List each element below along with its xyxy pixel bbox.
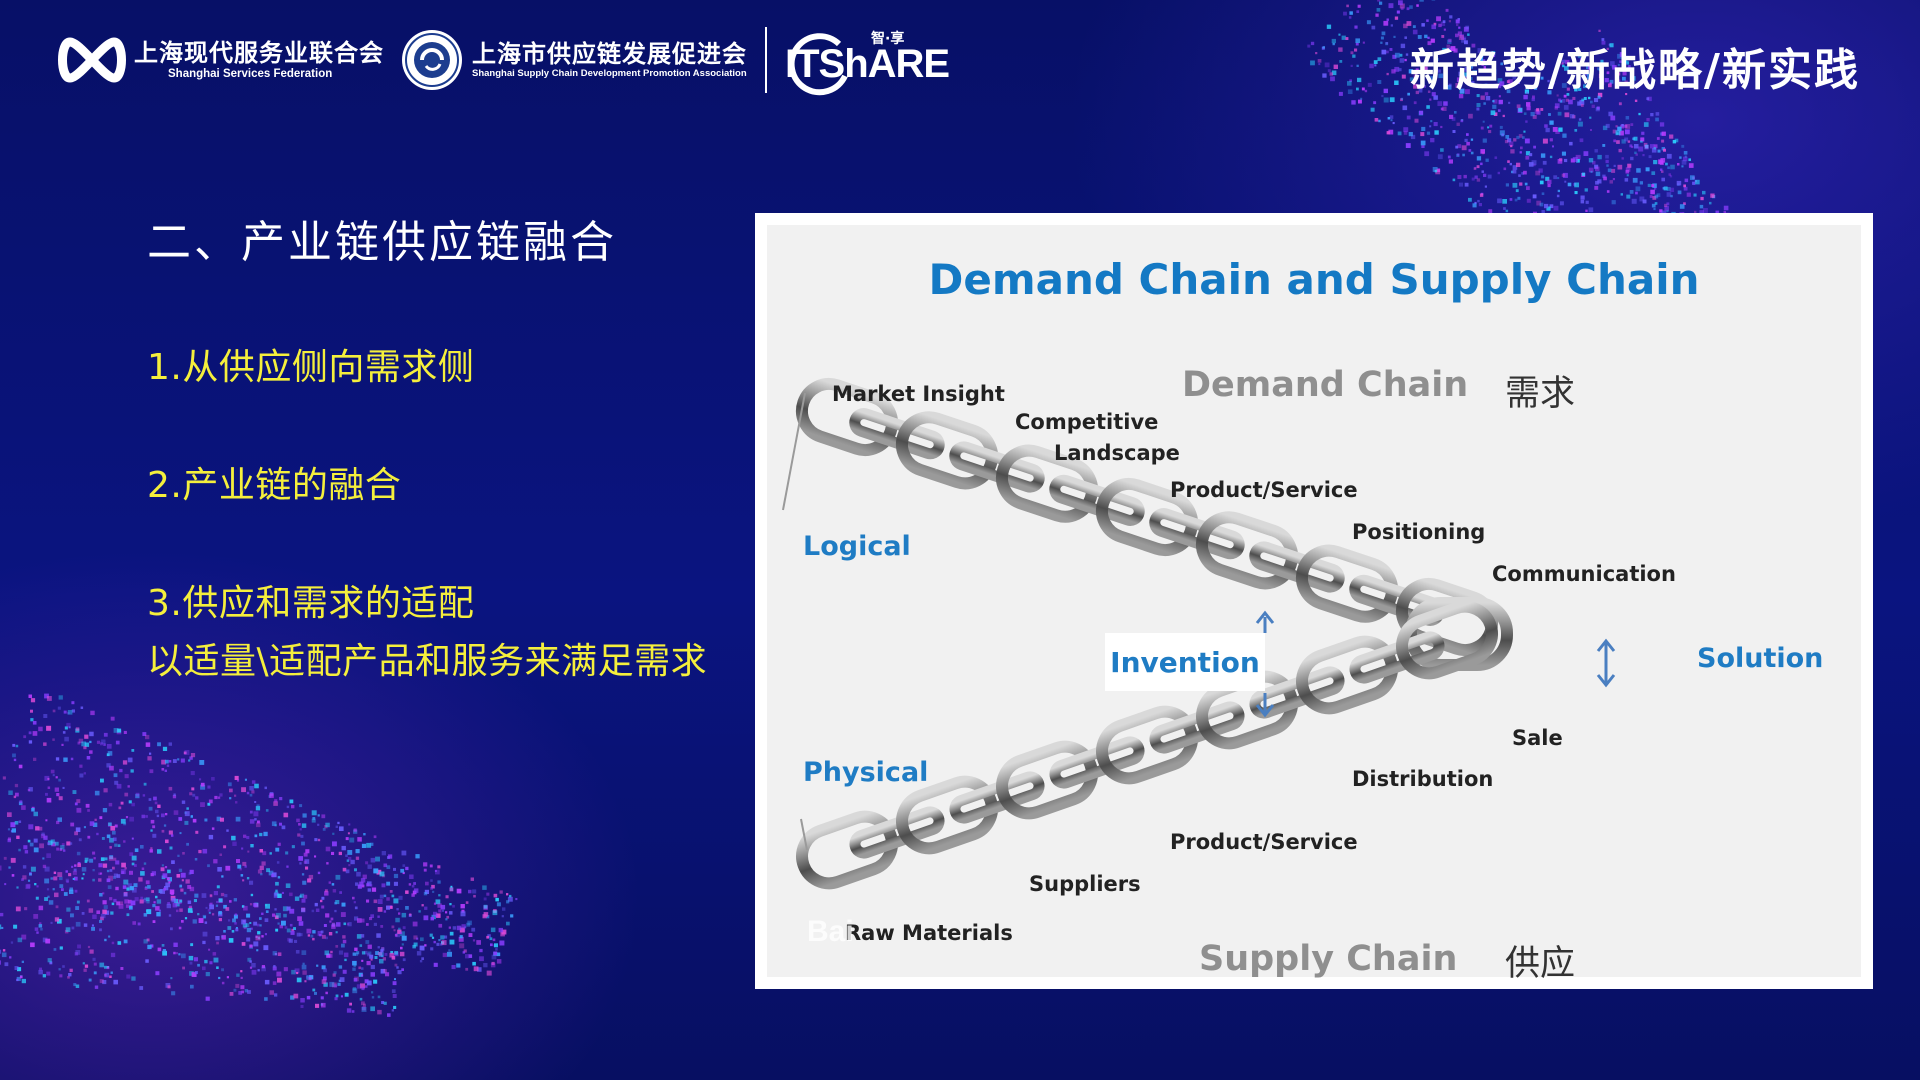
chain-link — [996, 740, 1098, 820]
solution-arrow — [1596, 638, 1616, 688]
label-communication: Communication — [1492, 562, 1676, 586]
label-distribution: Distribution — [1352, 767, 1494, 791]
chain-link — [1396, 600, 1498, 680]
supply-chain-label: Supply Chain — [1199, 939, 1458, 979]
chain-link — [1249, 666, 1345, 719]
ssf-logo-icon — [58, 37, 126, 83]
ssf-name-cn: 上海现代服务业联合会 — [134, 39, 384, 67]
label-product-service-upper: Product/Service — [1170, 478, 1358, 502]
scm-name-en: Shanghai Supply Chain Development Promot… — [472, 68, 747, 79]
label-landscape: Landscape — [1054, 441, 1180, 465]
chain-link — [995, 444, 1099, 523]
label-suppliers: Suppliers — [1029, 872, 1141, 896]
chain-link — [895, 411, 999, 490]
itshare-brand: ITShARE — [785, 42, 950, 86]
invention-box: Invention — [1105, 633, 1265, 691]
header-logos: 上海现代服务业联合会 Shanghai Services Federation … — [58, 27, 950, 96]
label-sale: Sale — [1512, 726, 1563, 750]
logo-divider — [765, 27, 767, 93]
chain-link — [1049, 736, 1145, 789]
chain-link — [949, 441, 1045, 493]
label-raw-materials: Raw Materials — [845, 921, 1013, 945]
baidu-watermark: Bai — [807, 915, 854, 948]
chain-link — [1096, 705, 1198, 785]
chain-link — [849, 408, 945, 460]
chain-link — [949, 771, 1045, 824]
scm-name-cn: 上海市供应链发展促进会 — [472, 40, 747, 68]
supply-cn-label: 供应 — [1505, 944, 1576, 984]
slogan: 新趋势/新战略/新实践 — [1409, 45, 1860, 96]
label-product-service-lower: Product/Service — [1170, 830, 1358, 854]
chain-link — [1349, 631, 1445, 684]
solution-label: Solution — [1697, 643, 1824, 674]
point-3-detail: 以适量\适配产品和服务来满足需求 — [147, 641, 708, 682]
physical-label: Physical — [803, 757, 929, 788]
chain-link — [1296, 635, 1398, 715]
itshare-logo: 智·享 ITShARE — [785, 28, 950, 96]
demand-chain-label: Demand Chain — [1182, 365, 1469, 405]
lower-chain-shadow-line — [800, 818, 808, 851]
logical-label: Logical — [803, 531, 911, 562]
point-1: 1.从供应侧向需求侧 — [147, 347, 475, 388]
chain-link — [896, 775, 998, 855]
ssf-name-en: Shanghai Services Federation — [168, 68, 333, 80]
chain-link — [849, 806, 945, 859]
chain-link — [1249, 541, 1345, 593]
itshare-swoosh-icon — [788, 33, 848, 96]
supply-chain-links — [796, 600, 1498, 890]
chain-link — [1149, 701, 1245, 754]
invention-arrows — [1255, 610, 1275, 718]
label-competitive: Competitive — [1015, 410, 1159, 434]
chain-link — [796, 810, 898, 890]
upper-chain-shadow-line — [782, 392, 806, 511]
itshare-sub: 智·享 — [871, 31, 905, 47]
label-positioning: Positioning — [1352, 520, 1486, 544]
chain-link — [1195, 511, 1299, 590]
scm-seal-icon — [402, 30, 462, 90]
chain-graphic — [782, 377, 1616, 890]
scm-logo-text: 上海市供应链发展促进会 Shanghai Supply Chain Develo… — [472, 40, 747, 80]
chain-link — [1095, 477, 1199, 557]
label-market-insight: Market Insight — [832, 382, 1005, 406]
diagram-panel: Demand Chain and Supply Chain Demand Cha… — [755, 213, 1873, 989]
section-title: 二、产业链供应链融合 — [147, 217, 617, 268]
chain-link — [1295, 544, 1399, 623]
chain-link — [1049, 474, 1145, 526]
demand-cn-label: 需求 — [1505, 374, 1576, 414]
point-3: 3.供应和需求的适配 — [147, 583, 475, 624]
ssf-logo-text: 上海现代服务业联合会 Shanghai Services Federation — [134, 39, 384, 81]
diagram-title: Demand Chain and Supply Chain — [928, 255, 1700, 304]
diagram-canvas: Demand Chain and Supply Chain Demand Cha… — [767, 225, 1861, 984]
chain-link — [1149, 508, 1245, 560]
point-2: 2.产业链的融合 — [147, 465, 402, 506]
